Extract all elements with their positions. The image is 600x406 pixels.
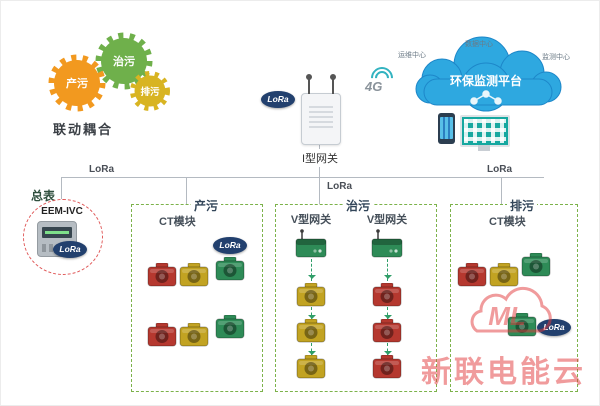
flow-arrow	[308, 343, 316, 357]
ct-module-yellow	[296, 355, 326, 379]
gear-produce-label: 产污	[66, 76, 88, 90]
lora-badge-gateway: LoRa	[261, 91, 295, 108]
flow-arrow	[384, 259, 392, 281]
lora-badge-produce: LoRa	[213, 237, 247, 254]
gear-discharge-label: 排污	[140, 86, 160, 98]
connector-zone-produce	[186, 177, 187, 204]
ct-module-red	[147, 263, 177, 287]
cloud-title: 环保监测平台	[450, 73, 522, 88]
connector-zone-discharge	[501, 177, 502, 204]
meter-screen	[42, 227, 72, 238]
phone-icon	[438, 113, 455, 144]
cloud-node-top: 数据中心	[465, 39, 493, 48]
v-gateway-icon	[370, 229, 404, 259]
gateway-label: I型网关	[287, 149, 353, 167]
ct-module-red	[372, 283, 402, 307]
monitor-screen	[464, 119, 506, 143]
cloud-node-left: 运维中心	[398, 50, 426, 59]
network-people-icon	[470, 90, 502, 105]
node-dot-icon	[551, 64, 557, 70]
zone-discharge-label: 排污	[507, 197, 538, 214]
zone-treat-label: 治污	[343, 197, 374, 214]
node-dot-icon	[413, 62, 419, 68]
cloud-icon: 环保监测平台 数据中心 运维中心 监测中心	[398, 36, 570, 112]
ct-module-red	[372, 355, 402, 379]
linkage-coupling-gears: 治污 产污 排污	[48, 32, 170, 112]
ct-module-yellow	[489, 263, 519, 287]
connector-gateway	[319, 143, 320, 204]
ct-module-yellow	[296, 283, 326, 307]
lora-label-left: LoRa	[87, 164, 116, 175]
antenna-icon	[330, 74, 336, 94]
lora-badge-discharge: LoRa	[537, 319, 571, 336]
gear-treat-label: 治污	[113, 54, 135, 68]
linkage-coupling-caption: 联动耦合	[53, 122, 114, 137]
gateway-vents	[309, 106, 333, 128]
gear-treat-icon: 治污	[95, 32, 153, 90]
lora-label-center: LoRa	[325, 181, 354, 192]
ct-module-label-produce: CT模块	[159, 216, 196, 228]
cloud-platform: 环保监测平台 数据中心 运维中心 监测中心	[394, 27, 578, 119]
4g-label: 4G	[365, 79, 383, 94]
ct-module-green	[521, 253, 551, 277]
meter-model-label: EEM-IVC	[41, 206, 83, 217]
ct-module-yellow	[179, 323, 209, 347]
gear-discharge-icon: 排污	[130, 71, 170, 111]
node-dot-icon	[457, 40, 463, 46]
cloud-node-right: 监测中心	[542, 52, 570, 61]
zone-produce-label: 产污	[191, 197, 222, 214]
v-gateway-label-b: V型网关	[366, 214, 408, 226]
monitor-icon	[460, 115, 510, 151]
zone-produce-box	[131, 204, 263, 392]
ct-module-label-discharge: CT模块	[489, 216, 526, 228]
v-gateway-label-a: V型网关	[290, 214, 332, 226]
ct-module-green	[215, 257, 245, 281]
phone-screen	[440, 117, 453, 139]
flow-arrow	[384, 307, 392, 321]
v-gateway-icon	[294, 229, 328, 259]
master-meter-boundary	[23, 199, 103, 275]
flow-arrow	[308, 307, 316, 321]
lora-bus-line	[61, 177, 544, 178]
ct-module-red	[457, 263, 487, 287]
connector-meter	[61, 177, 62, 199]
ct-module-yellow	[179, 263, 209, 287]
gateway-device-icon	[301, 74, 341, 145]
zone-discharge-box	[450, 204, 578, 392]
ct-module-red	[372, 319, 402, 343]
flow-arrow	[308, 259, 316, 281]
4g-signal-icon: 4G	[365, 62, 398, 94]
antenna-icon	[306, 74, 312, 94]
ct-module-green	[507, 313, 537, 337]
gear-produce-icon: 产污	[48, 54, 106, 112]
ct-module-green	[215, 315, 245, 339]
master-meter-label: 总表	[29, 187, 58, 204]
lora-label-right: LoRa	[485, 164, 514, 175]
ct-module-red	[147, 323, 177, 347]
lora-badge-meter: LoRa	[53, 241, 87, 258]
flow-arrow	[384, 343, 392, 357]
ct-module-yellow	[296, 319, 326, 343]
